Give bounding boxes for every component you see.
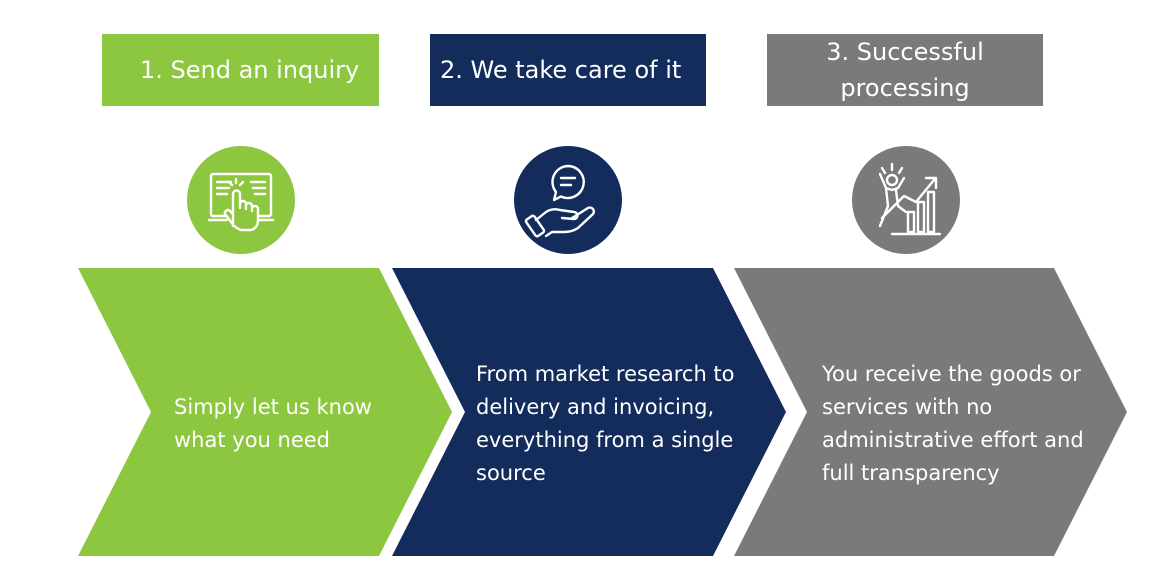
step-1-title: 1. Send an inquiry: [140, 56, 360, 84]
celebrating-growth-chart-icon: [852, 146, 960, 254]
step-3-title-box: 3. Successful processing: [767, 34, 1043, 106]
step-2-title-box: 2. We take care of it: [430, 34, 706, 106]
step-1-description: Simply let us know what you need: [174, 395, 372, 452]
step-3-description: You receive the goods or services with n…: [822, 362, 1084, 485]
touch-screen-icon: [187, 146, 295, 254]
step-3-title: 3. Successful processing: [826, 38, 984, 102]
step-2-chevron: [392, 268, 786, 556]
step-1-chevron: [78, 268, 452, 556]
hand-speech-bubble-icon: [514, 146, 622, 254]
step-3-chevron: [734, 268, 1127, 556]
step-1-title-box: 1. Send an inquiry: [102, 34, 379, 106]
step-2-title: 2. We take care of it: [440, 56, 682, 84]
step-2-description: From market research to delivery and inv…: [476, 362, 735, 485]
